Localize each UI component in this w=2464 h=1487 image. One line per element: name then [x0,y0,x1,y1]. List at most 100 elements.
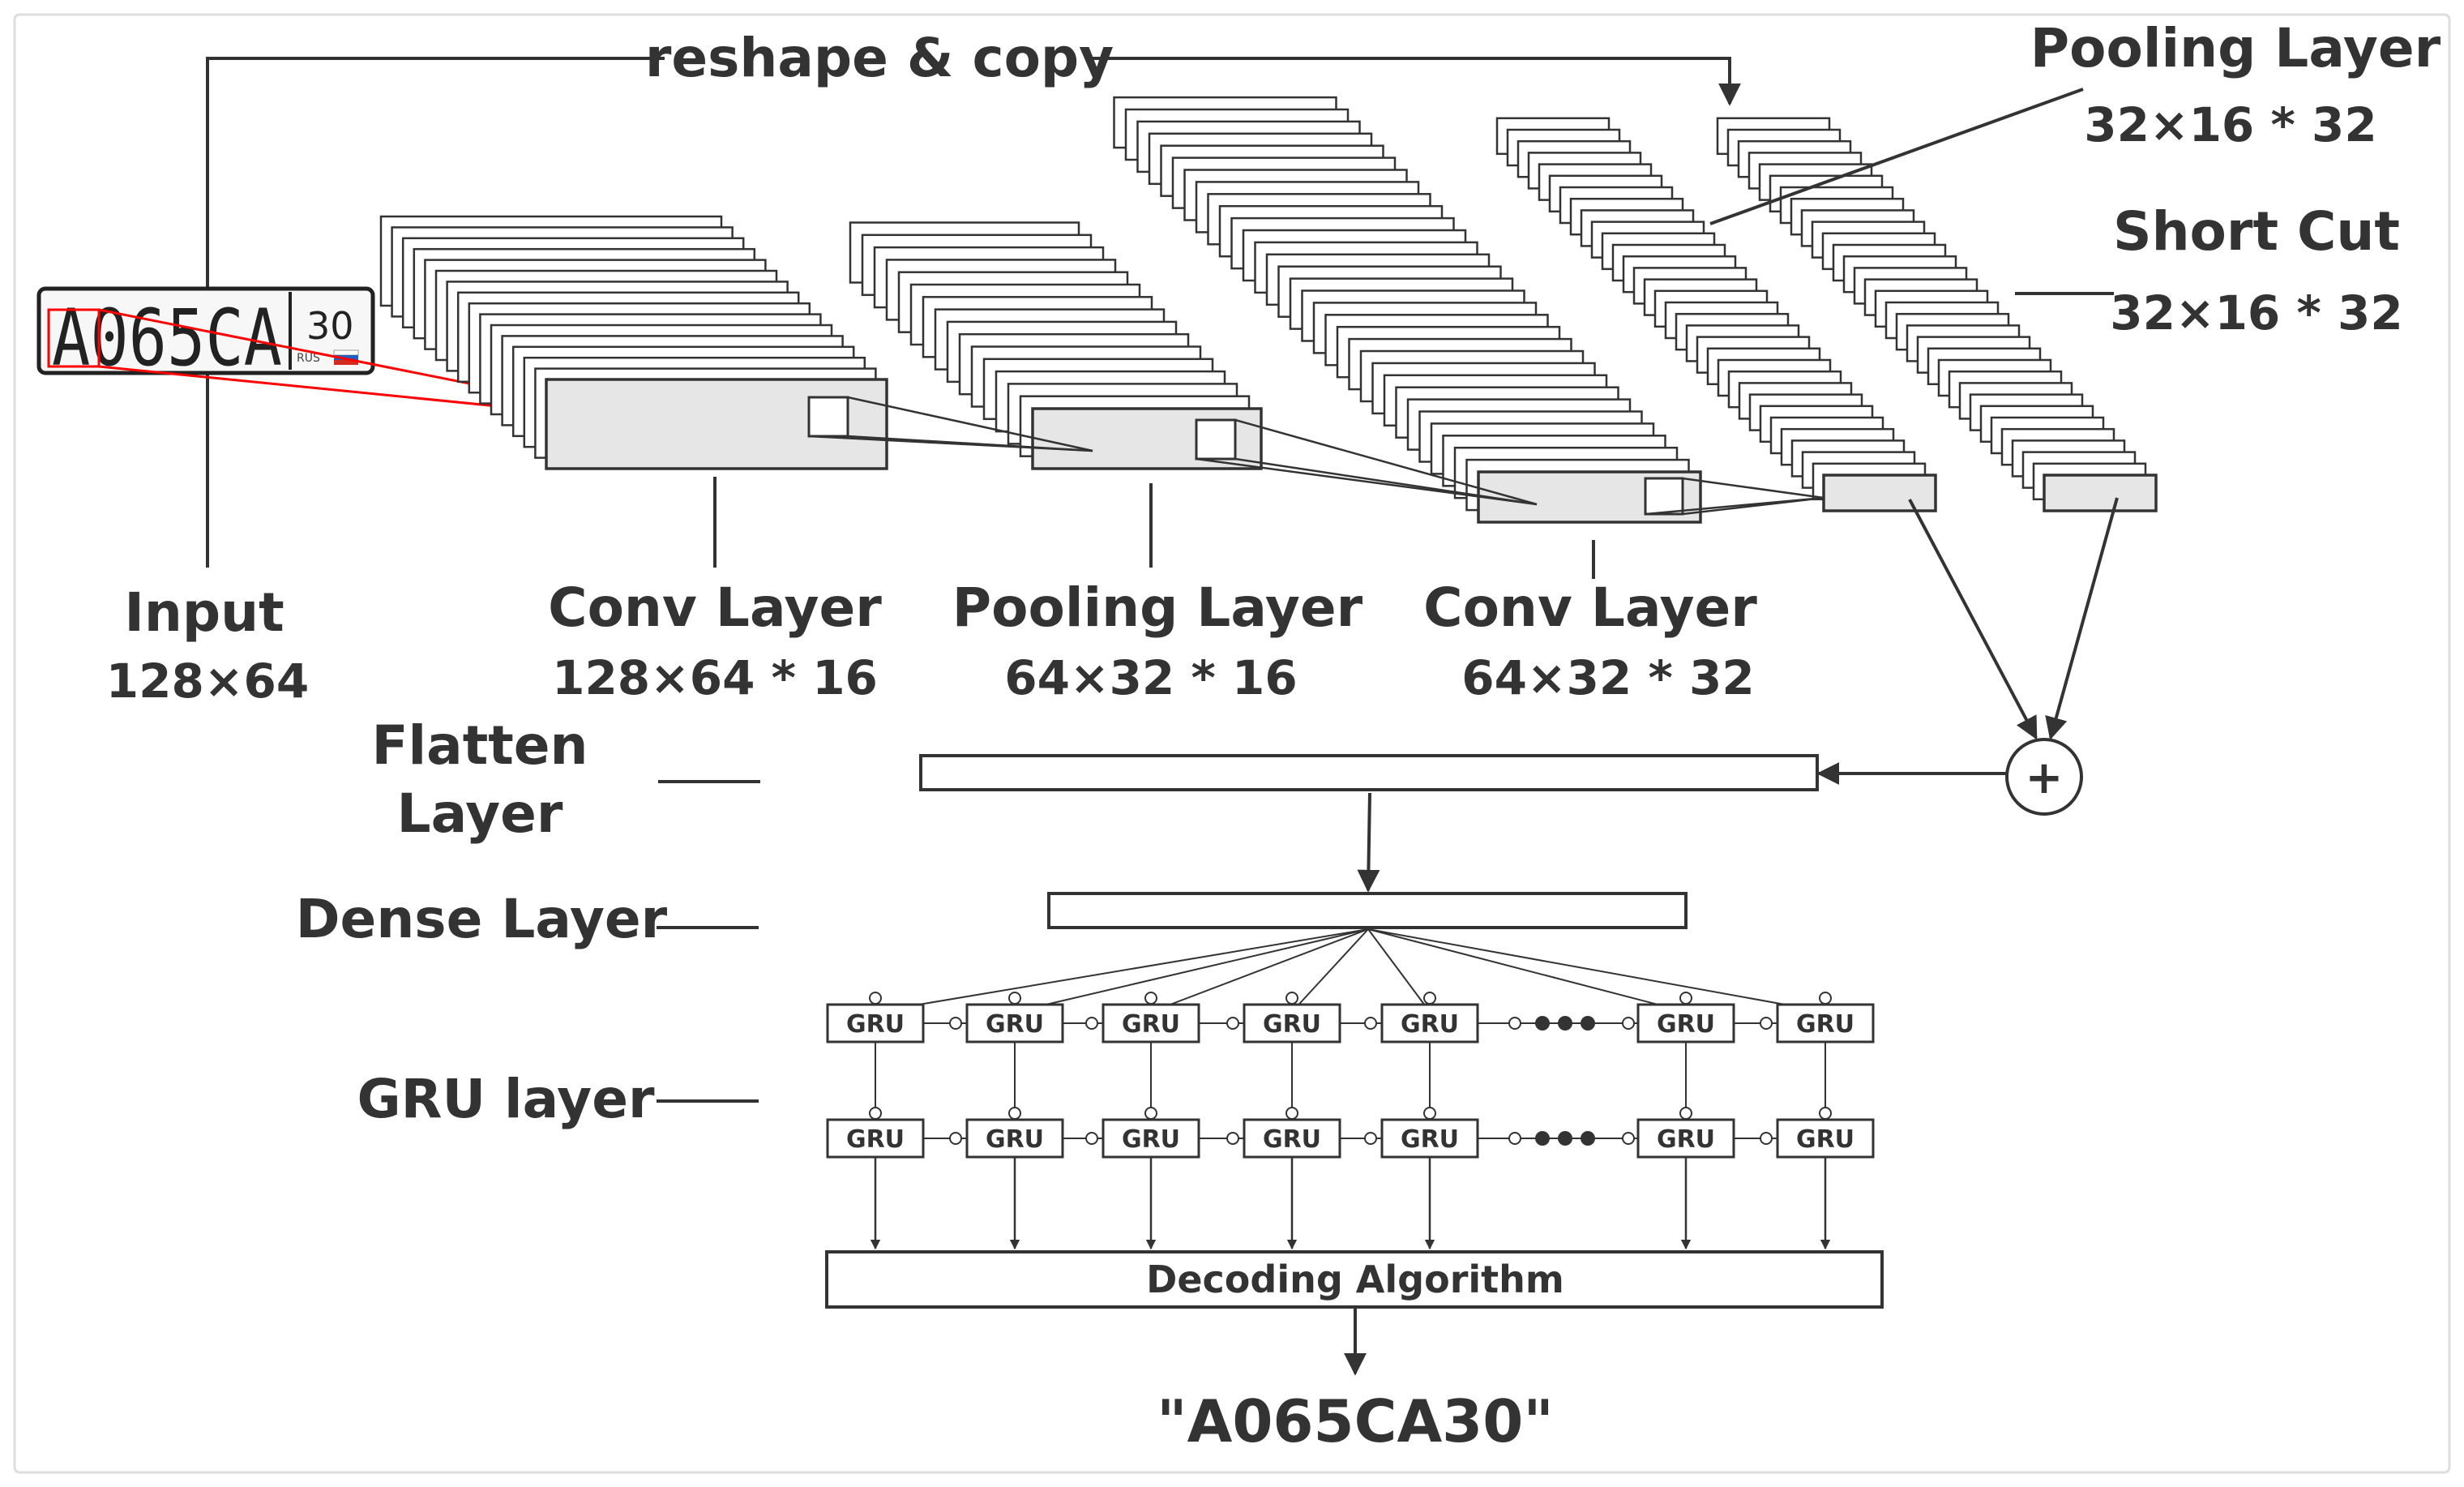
decoding-algorithm-box [825,1250,1884,1309]
gru-cell-label: GRU [1122,1010,1180,1039]
output-string: "A065CA30" [1157,1387,1554,1455]
gru-cell-label: GRU [1263,1010,1321,1039]
gru-input-port [1008,1107,1021,1120]
gru-cell: GRU [1243,1107,1341,1159]
gru-input-port [1819,992,1832,1005]
shortcut-feature-maps [1716,117,2158,512]
gru-input-port [1423,992,1436,1005]
gru-recurrent-port [1760,1017,1773,1030]
shortcut-dims: 32×16 * 32 [2110,285,2402,341]
gru-input-port [1144,992,1157,1005]
pool2-feature-maps [1495,117,1937,512]
gru-cell-label: GRU [1401,1125,1459,1154]
dense-fan-line [1367,928,1826,1013]
gru-cell-label: GRU [986,1125,1044,1154]
conv1-feature-maps [379,215,888,470]
pool1-to-conv2-projection [1195,418,1538,506]
conv1-dims: 128×64 * 16 [552,650,878,705]
gru-title: GRU layer [357,1068,654,1130]
gru-cell-label: GRU [846,1010,905,1039]
gru-input-port [1008,992,1021,1005]
ellipsis-dot [1558,1131,1572,1146]
dense-fan-line [1291,928,1369,1013]
gru-input-port [1144,1107,1157,1120]
pool1-feature-maps [849,221,1263,470]
gru-cell: GRU [965,1107,1064,1159]
input-dims: 128×64 [106,654,309,709]
gru-recurrent-port [1364,1132,1377,1145]
gru-cell: GRU [965,992,1064,1043]
gru-recurrent-port [1085,1017,1098,1030]
gru-recurrent-port [1622,1017,1635,1030]
ellipsis-dot [1558,1016,1572,1031]
conv2-feature-maps [1113,96,1702,524]
gru-cell-label: GRU [1796,1010,1854,1039]
gru-cell: GRU [1102,1107,1200,1159]
gru-recurrent-port [949,1132,962,1145]
gru-recurrent-port [1226,1017,1239,1030]
gru-cell-label: GRU [1122,1125,1180,1154]
sum-node: + [2005,738,2083,816]
pool2-feature-map [1822,474,1937,512]
conv2-title: Conv Layer [1423,576,1757,639]
conv2-dims: 64×32 * 32 [1461,650,1754,705]
flatten-title-line2: Layer [397,782,563,845]
pool1-dims: 64×32 * 16 [1004,650,1297,705]
gru-recurrent-port [949,1017,962,1030]
gru-recurrent-port [1508,1017,1521,1030]
gru-input-port [1819,1107,1832,1120]
ellipsis-dot [1535,1131,1550,1146]
gru-cell: GRU [1243,992,1341,1043]
flatten-to-dense-arrow [1357,792,1380,893]
gru-cell-label: GRU [1401,1010,1459,1039]
gru-recurrent-port [1226,1132,1239,1145]
gru-cell-label: GRU [1657,1125,1715,1154]
gru-cell-label: GRU [1796,1125,1854,1154]
gru-cell: GRU [1636,1107,1735,1159]
gru-input-port [869,992,882,1005]
license-plate-image: A065CA 30 RUS [36,286,375,384]
conv1-kernel-square [807,396,849,438]
gru-input-port [869,1107,882,1120]
conv2-to-pool2-projection [1644,477,1824,516]
gru-recurrent-port [1085,1132,1098,1145]
pool2-dims: 32×16 * 32 [2084,97,2376,152]
dense-layer-box [1047,892,1688,929]
reshape-copy-connector: reshape & copy [206,27,1741,568]
gru-recurrent-port [1760,1132,1773,1145]
conv2-kernel-square [1644,477,1684,516]
pool1-kernel-square [1195,418,1237,461]
gru-cell-label: GRU [846,1125,905,1154]
pool1-title: Pooling Layer [952,576,1363,639]
gru-cell: GRU [1776,1107,1875,1159]
dense-fan-line [875,928,1369,1013]
dense-fan-line [1367,928,1687,1013]
dense-to-gru-connections [875,928,1826,1013]
gru-input-port [1679,992,1692,1005]
receptive-field-highlight [47,308,101,368]
gru-cell: GRU [1776,992,1875,1043]
gru-cell-label: GRU [1657,1010,1715,1039]
flatten-title-line1: Flatten [371,714,588,777]
gru-cell: GRU [1102,992,1200,1043]
gru-cell-box [1776,1003,1875,1043]
shortcut-title: Short Cut [2113,200,2400,263]
dense-fan-line [1014,928,1369,1013]
shortcut-feature-map [2043,474,2158,512]
gru-input-port [1285,992,1298,1005]
flatten-layer-box [919,754,1819,791]
pool2-title: Pooling Layer [2030,17,2441,79]
gru-cell: GRU [1380,992,1479,1043]
conv1-title: Conv Layer [548,576,882,639]
ellipsis-dot [1581,1131,1595,1146]
gru-recurrent-port [1364,1017,1377,1030]
gru-input-port [1285,1107,1298,1120]
gru-cell-box [1636,1118,1735,1159]
russian-flag-icon [333,349,359,365]
gru-cell-box [1102,1118,1200,1159]
gru-cell-box [1380,1003,1479,1043]
decoding-algorithm-label: Decoding Algorithm [1146,1258,1564,1301]
conv1-to-pool1-projection [807,396,1093,452]
pool2-pointer [1709,88,2084,225]
